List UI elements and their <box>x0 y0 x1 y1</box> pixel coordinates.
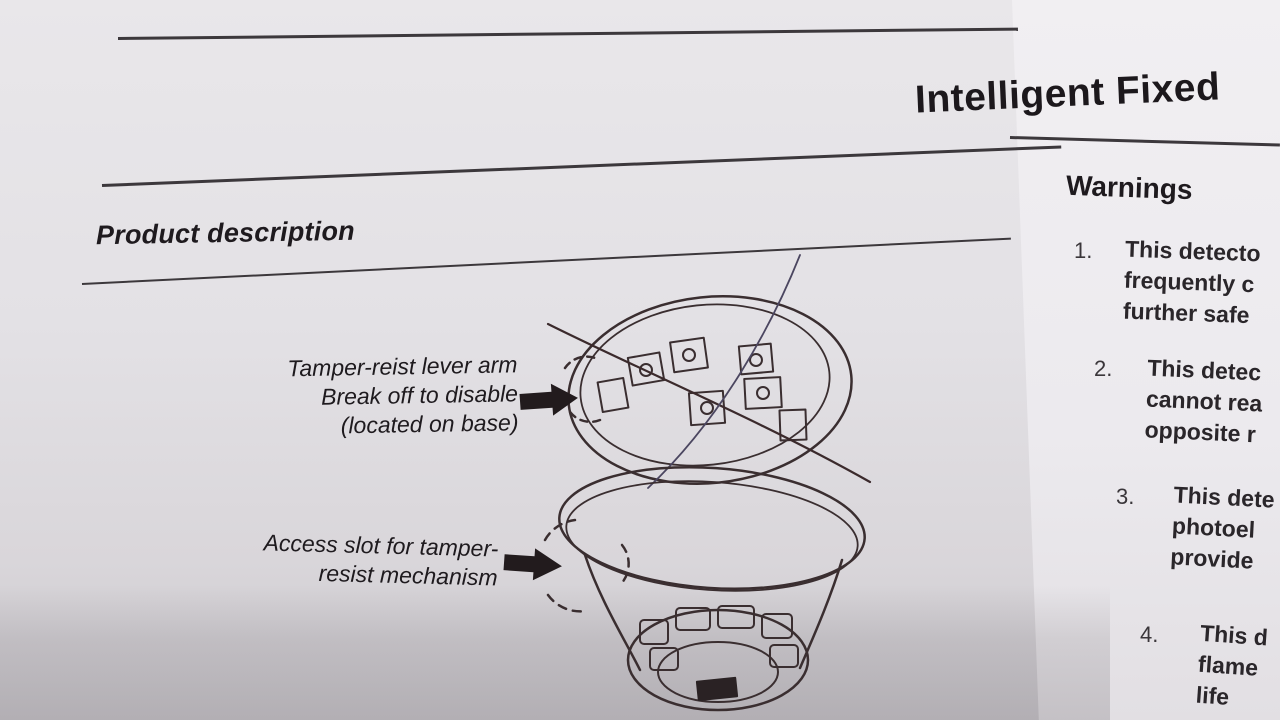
sensor-chamber-inner <box>657 641 779 703</box>
warning-number: 1. <box>1074 238 1093 263</box>
sensor-led <box>695 676 739 702</box>
callout-arrows <box>503 383 578 581</box>
arrow-icon <box>503 548 562 581</box>
arrow-icon <box>519 383 578 416</box>
base-terminals <box>596 336 808 442</box>
detector-head-rim <box>558 465 866 591</box>
right-panel <box>1012 0 1280 720</box>
warning-number: 2. <box>1094 356 1113 381</box>
slot-dashed-circle <box>543 518 630 613</box>
detector-cone <box>583 553 844 672</box>
base-inner-ring <box>579 303 831 467</box>
sensor-vents <box>639 605 799 671</box>
cross-out-line <box>647 254 801 489</box>
warning-number: 4. <box>1140 622 1159 647</box>
fold-shadow <box>0 585 1110 720</box>
lever-dashed-circle <box>563 355 602 424</box>
warning-number: 3. <box>1116 484 1135 509</box>
cross-out-line <box>546 322 872 484</box>
detector-head-rim-inner <box>565 480 859 592</box>
